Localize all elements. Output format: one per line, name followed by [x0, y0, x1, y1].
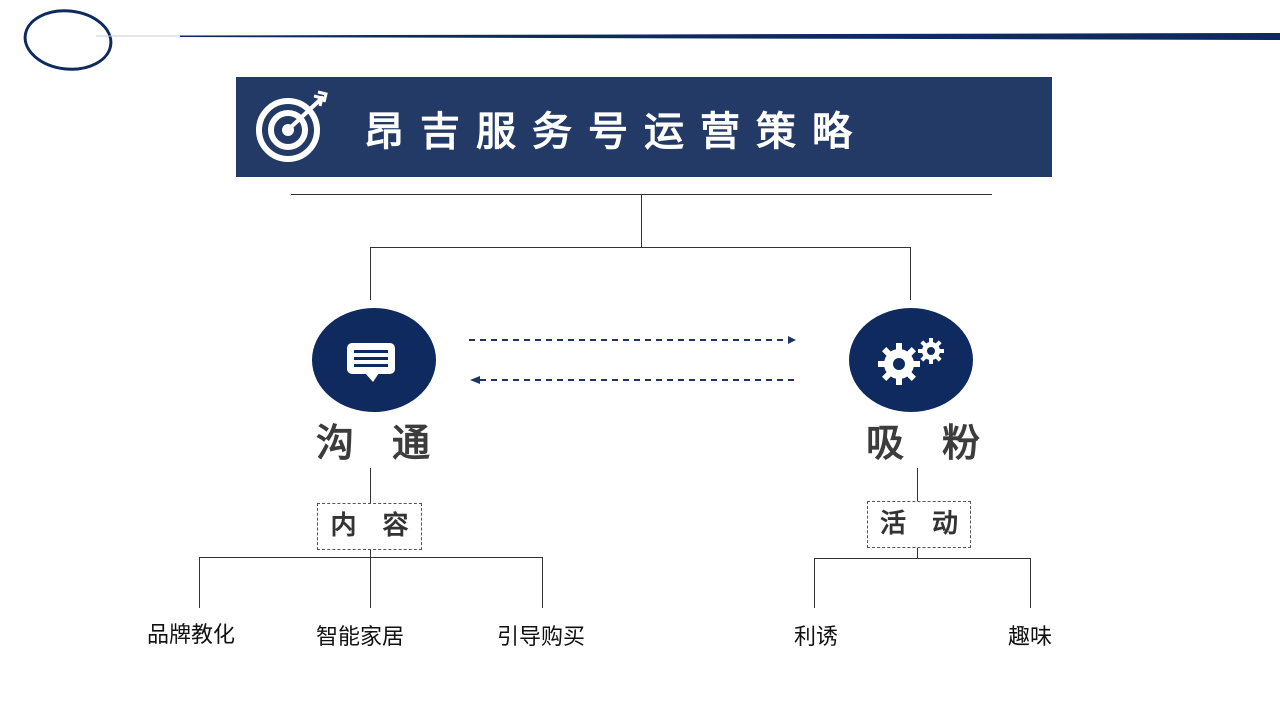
page-title: 昂吉服务号运营策略: [364, 109, 868, 155]
leaf-brand-education: 品牌教化: [146, 623, 235, 648]
activity-box: 活 动: [867, 501, 971, 548]
right-branch-connector: [910, 247, 911, 300]
content-box-connector: [370, 550, 371, 557]
chat-bubble-icon: [347, 343, 395, 382]
left-label-connector: [370, 468, 371, 503]
target-arrow-icon: [252, 88, 336, 164]
content-box: 内 容: [317, 503, 422, 550]
leaf-guide-purchase: 引导购买: [496, 625, 585, 650]
right-label-connector: [917, 468, 918, 501]
title-banner: [236, 77, 1052, 177]
leaf-connector: [1030, 558, 1031, 608]
decorative-header-swoosh: [23, 9, 1280, 71]
leaf-connector: [370, 557, 371, 608]
attract-fans-circle: [849, 308, 973, 412]
leaf-connector: [542, 557, 543, 608]
branch-connector: [370, 247, 911, 248]
bidirectional-arrows: [469, 336, 796, 384]
communication-circle: [312, 308, 436, 412]
leaf-connector: [814, 558, 815, 608]
attract-fans-label: 吸 粉: [866, 421, 981, 465]
communication-label: 沟 通: [316, 421, 431, 465]
activity-box-connector: [917, 548, 918, 558]
leaf-fun: 趣味: [1007, 625, 1052, 650]
leaf-incentive: 利诱: [793, 625, 838, 650]
right-leaves-connector: [814, 558, 1030, 559]
leaf-smart-home: 智能家居: [315, 625, 404, 650]
gears-icon: [878, 338, 944, 385]
leaf-connector: [199, 557, 200, 608]
left-branch-connector: [370, 247, 371, 300]
trunk-connector: [641, 194, 642, 247]
